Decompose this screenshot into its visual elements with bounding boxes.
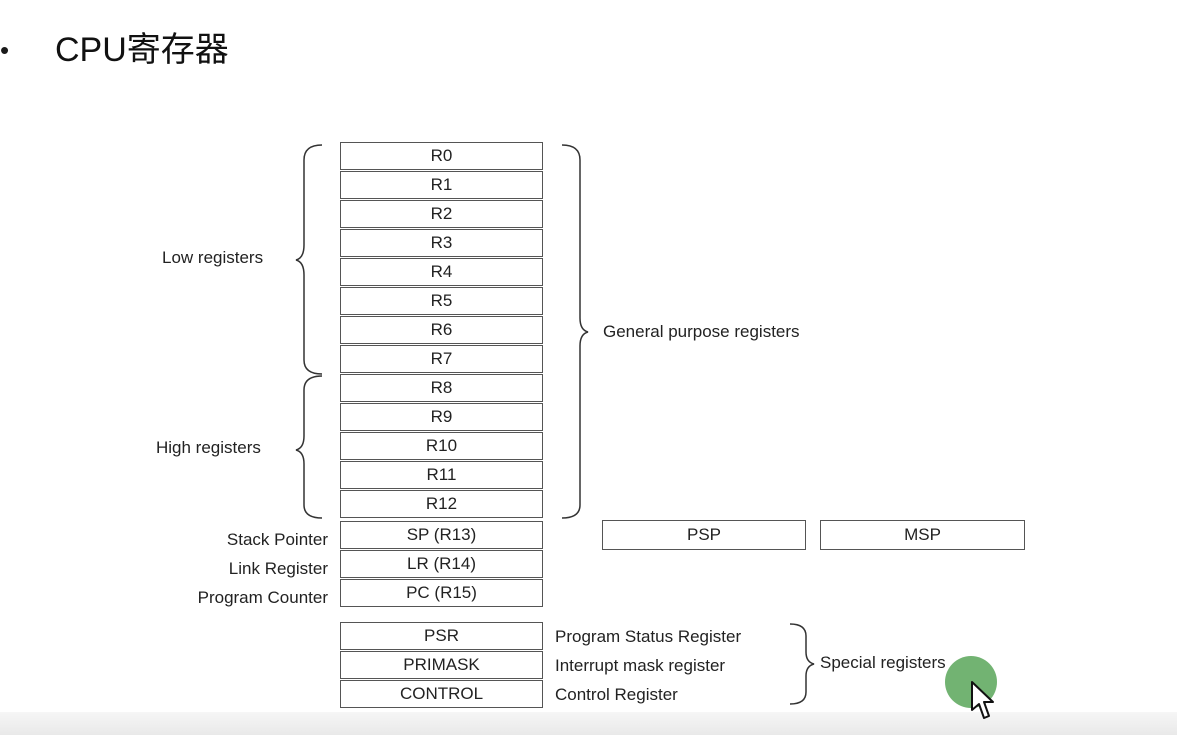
low-registers-brace [295,144,323,375]
register-psr: PSR [340,622,543,650]
register-r3: R3 [340,229,543,257]
slide-footer-bar [0,712,1177,735]
register-r4: R4 [340,258,543,286]
register-r9: R9 [340,403,543,431]
slide-title: CPU寄存器 [55,31,229,69]
special-registers-brace [789,623,815,705]
psp-box: PSP [602,520,806,550]
general-purpose-label: General purpose registers [603,322,800,341]
high-registers-label: High registers [156,438,261,457]
special-registers-label: Special registers [820,653,946,672]
register-r11: R11 [340,461,543,489]
high-registers-brace [295,375,323,519]
register-r7: R7 [340,345,543,373]
register-r10: R10 [340,432,543,460]
mouse-pointer-icon [971,681,994,719]
register-control: CONTROL [340,680,543,708]
register-r2: R2 [340,200,543,228]
register-r12: R12 [340,490,543,518]
register-r8: R8 [340,374,543,402]
link-register-label: Link Register [228,559,328,578]
register-r6: R6 [340,316,543,344]
register-r5: R5 [340,287,543,315]
register-primask: PRIMASK [340,651,543,679]
title-bullet: • [0,35,10,65]
register-lr: LR (R14) [340,550,543,578]
register-pc: PC (R15) [340,579,543,607]
program-counter-label: Program Counter [197,588,328,607]
register-r1: R1 [340,171,543,199]
primask-description: Interrupt mask register [555,656,726,675]
general-purpose-brace [561,144,589,519]
stack-pointer-label: Stack Pointer [226,530,328,549]
low-registers-label: Low registers [162,248,264,267]
msp-box: MSP [820,520,1025,550]
register-r0: R0 [340,142,543,170]
register-sp: SP (R13) [340,521,543,549]
psr-description: Program Status Register [555,627,742,646]
control-description: Control Register [555,685,678,704]
